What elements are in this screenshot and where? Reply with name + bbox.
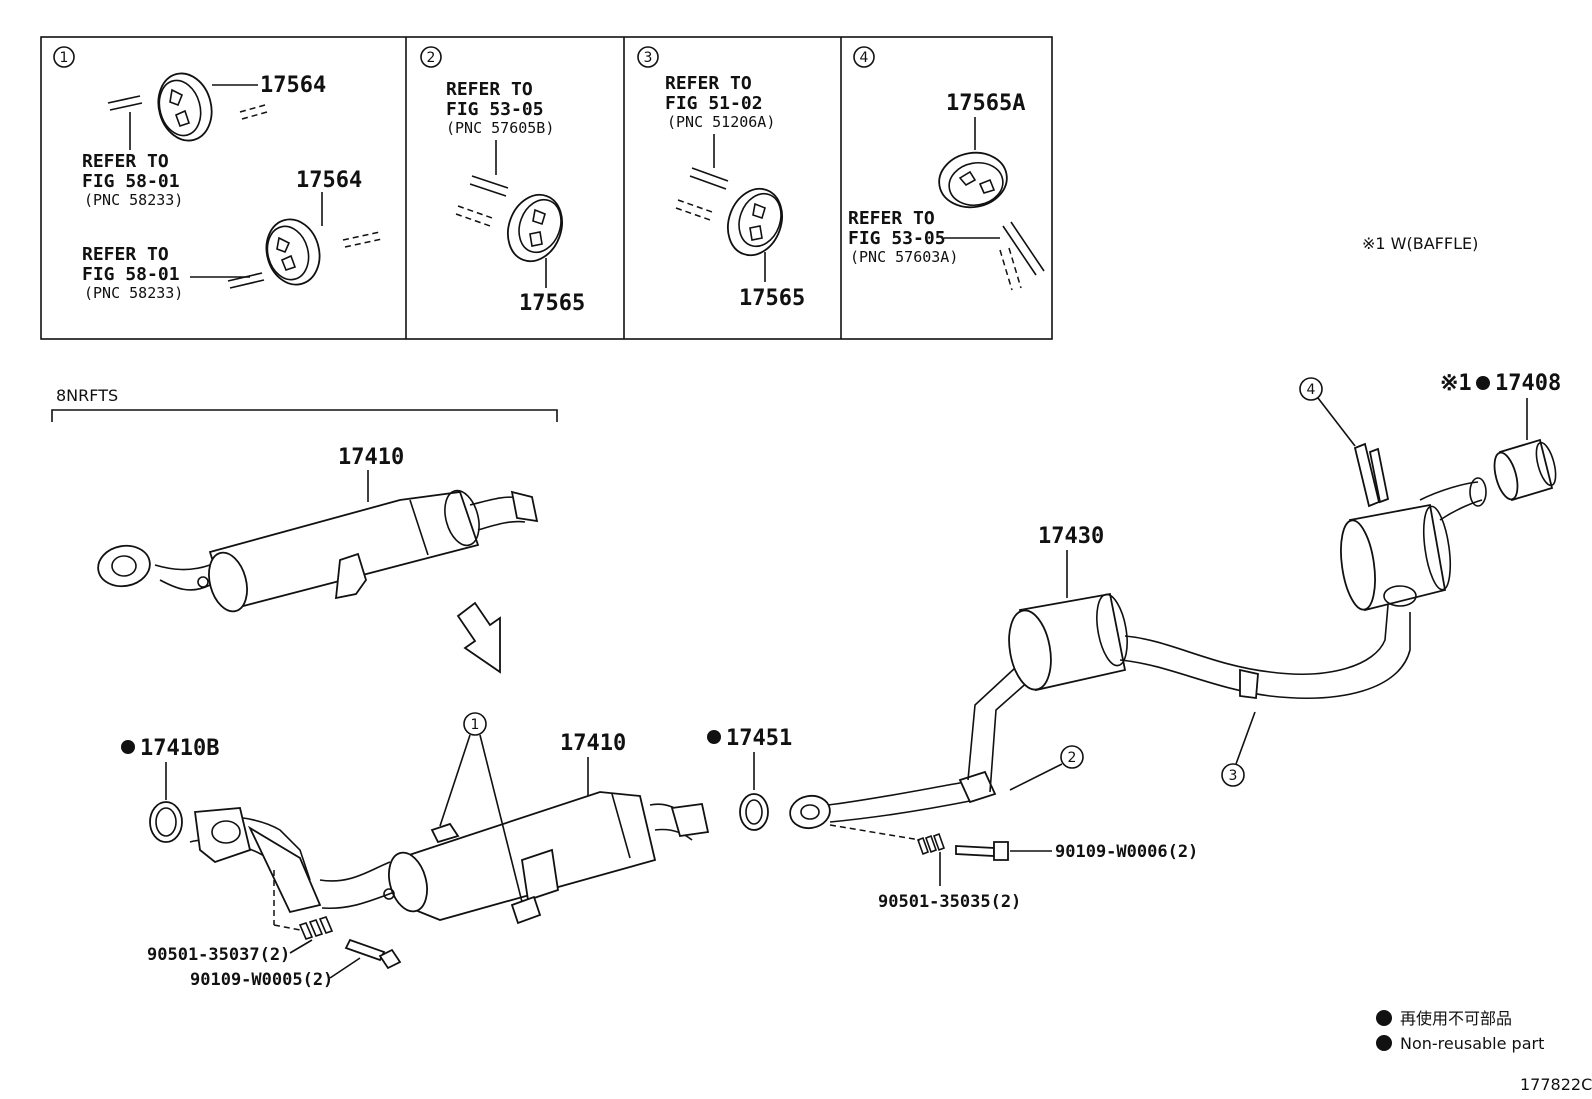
refer-fig-4: FIG 53-05 (848, 228, 946, 249)
part-number-17410-top: 17410 (338, 445, 404, 470)
refer-fig-3: FIG 51-02 (665, 93, 763, 114)
refer-text-2: REFER TO (446, 79, 533, 100)
part-number-17451: 17451 (726, 726, 792, 751)
part-number-17564-a: 17564 (260, 73, 326, 98)
catalytic-converter-top: 17410 (97, 445, 539, 613)
figure-id: 177822C (1520, 1075, 1592, 1094)
group-label: 8NRFTS (56, 386, 118, 405)
gasket-17451: 17451 (707, 726, 792, 831)
panel-3-number: 3 (644, 50, 653, 66)
callout-3: 3 (1229, 768, 1238, 784)
part-number-17410B: 17410B (140, 736, 219, 761)
panel-1-number: 1 (60, 50, 69, 66)
legend: 再使用不可部品 Non-reusable part (1376, 1009, 1544, 1053)
rubber-hanger-icon (938, 151, 1008, 209)
refer-text-3: REFER TO (665, 73, 752, 94)
down-arrow-icon (456, 601, 501, 674)
part-number-17564-b: 17564 (296, 168, 362, 193)
refer-fig-1b: FIG 58-01 (82, 264, 180, 285)
rubber-hanger-icon (507, 193, 563, 263)
refer-pnc-1b: (PNC 58233) (84, 284, 183, 302)
part-number-17408: 17408 (1495, 371, 1561, 396)
baffle-17408: ※1 17408 (1440, 371, 1561, 502)
refer-pnc-2: (PNC 57605B) (446, 119, 554, 137)
legend-en: Non-reusable part (1400, 1034, 1544, 1053)
legend-jp: 再使用不可部品 (1400, 1009, 1512, 1028)
refer-pnc-3: (PNC 51206A) (667, 113, 775, 131)
part-number-spring-a: 90501-35037(2) (147, 945, 290, 965)
part-number-17565-a: 17565 (519, 291, 585, 316)
catalytic-converter-main: 17410 1 (189, 712, 710, 925)
panel-4: 4 17565A REFER TO FIG 53-05 (PNC 57603A) (848, 46, 1045, 291)
part-number-17565-b: 17565 (739, 286, 805, 311)
inset-panels (40, 36, 1053, 340)
baffle-note: ※1 W(BAFFLE) (1362, 234, 1478, 253)
panel-3: 3 REFER TO FIG 51-02 (PNC 51206A) 17565 (637, 46, 805, 311)
refer-pnc-4: (PNC 57603A) (850, 248, 958, 266)
bolts-right: 90109-W0006(2) 90501-35035(2) (829, 824, 1198, 912)
part-number-17430: 17430 (1038, 524, 1104, 549)
refer-pnc-1a: (PNC 58233) (84, 191, 183, 209)
rubber-hanger-icon (265, 218, 321, 286)
refer-fig-1a: FIG 58-01 (82, 171, 180, 192)
panel-1: 1 17564 REFER TO FIG 58-01 (PNC 58233) 1… (53, 46, 383, 302)
rubber-hanger-icon (157, 72, 213, 142)
group-bracket: 8NRFTS (51, 386, 558, 422)
panel-2-number: 2 (427, 50, 436, 66)
part-number-17408-prefix: ※1 (1440, 371, 1472, 396)
callout-4: 4 (1307, 382, 1316, 398)
part-number-bolt-a: 90109-W0005(2) (190, 970, 333, 990)
refer-text-1a: REFER TO (82, 151, 169, 172)
part-number-17410-main: 17410 (560, 731, 626, 756)
panel-2: 2 REFER TO FIG 53-05 (PNC 57605B) 17565 (420, 46, 585, 316)
center-pipe-17430: 17430 2 3 4 (789, 377, 1487, 830)
rubber-hanger-icon (727, 187, 783, 257)
part-number-bolt-b: 90109-W0006(2) (1055, 842, 1198, 862)
callout-2: 2 (1068, 750, 1077, 766)
part-number-spring-b: 90501-35035(2) (878, 892, 1021, 912)
bolts-left: 90501-35037(2) 90109-W0005(2) (147, 870, 402, 990)
refer-text-4: REFER TO (848, 208, 935, 229)
refer-text-1b: REFER TO (82, 244, 169, 265)
gasket-17410B: 17410B (121, 736, 219, 843)
callout-1: 1 (471, 717, 480, 733)
refer-fig-2: FIG 53-05 (446, 99, 544, 120)
part-number-17565A: 17565A (946, 91, 1025, 116)
panel-4-number: 4 (860, 50, 869, 66)
